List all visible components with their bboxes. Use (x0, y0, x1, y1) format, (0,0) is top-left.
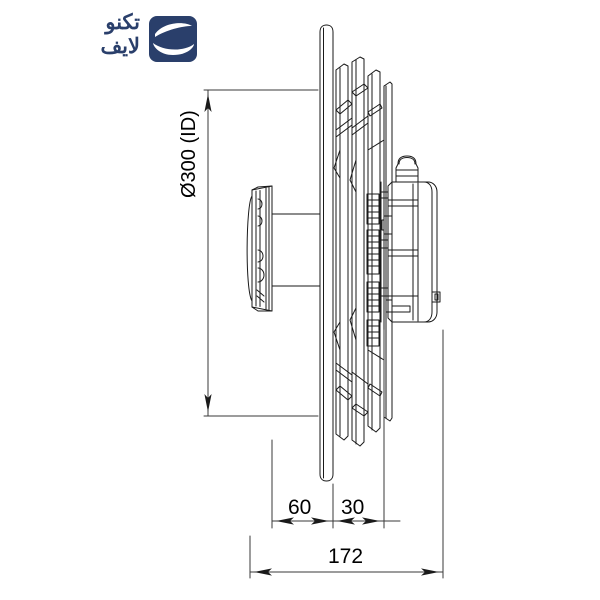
arrow-60-left (276, 517, 294, 525)
hub-banding (366, 193, 380, 347)
arrow-30-left (337, 517, 355, 525)
arrow-172-right (421, 568, 439, 576)
dimension-60-30-arrows (276, 517, 380, 525)
vertical-dimension-300 (203, 89, 319, 417)
dimension-172-arrows (254, 568, 439, 576)
arrow-top (204, 94, 212, 112)
fan-blade-guard-assembly (333, 56, 393, 447)
arrow-172-left (254, 568, 272, 576)
brand-logo: تکنو لایف (38, 11, 198, 70)
brand-logo-text: تکنو لایف (48, 11, 140, 59)
arrow-60-right (311, 517, 329, 525)
arrow-bottom (204, 394, 212, 412)
arrow-30-right (362, 517, 380, 525)
cable-gland (395, 155, 419, 183)
dimension-label-30: 30 (341, 496, 365, 519)
inlet-flange-ring (246, 185, 321, 312)
dimension-row-172 (249, 329, 444, 579)
mounting-wall-panel (319, 24, 334, 482)
motor-housing (379, 181, 441, 323)
dimension-label-172: 172 (328, 545, 364, 568)
brand-logo-line2: لایف (100, 35, 140, 59)
dimension-label-diameter: Ø300 (ID) (178, 110, 200, 198)
rounded-square-swoosh-icon (149, 16, 197, 62)
dimension-label-60: 60 (288, 496, 312, 519)
brand-logo-line1: تکنو (105, 11, 140, 34)
vertical-dimension-arrows (204, 94, 212, 412)
